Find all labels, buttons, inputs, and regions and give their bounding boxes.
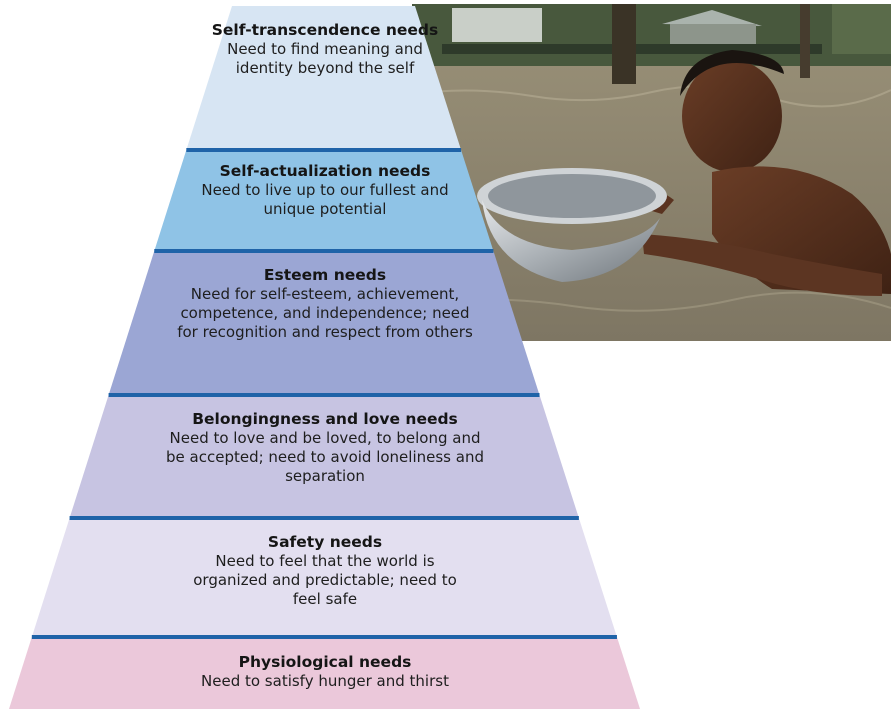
band-physiological [9,637,640,709]
level-title: Self-transcendence needs [211,21,439,39]
level-esteem: Esteem needs Need for self-esteem, achie… [170,265,480,342]
band-belongingness [69,395,579,518]
flood-photo-man-with-bowl-icon [412,4,891,341]
band-esteem [108,251,540,395]
level-description: Need for self-esteem, achievement, compe… [177,285,473,341]
level-description: Need to satisfy hunger and thirst [201,672,449,690]
level-title: Self-actualization needs [219,162,431,180]
level-title: Safety needs [267,533,383,551]
level-belongingness: Belongingness and love needs Need to lov… [165,409,485,486]
band-self-transcendence [186,6,462,150]
level-description: Need to live up to our fullest and uniqu… [201,181,449,218]
level-self-actualization: Self-actualization needs Need to live up… [195,161,455,219]
level-description: Need to feel that the world is organized… [193,552,457,608]
level-title: Esteem needs [263,266,387,284]
band-safety [31,518,617,637]
level-title: Physiological needs [238,653,412,671]
band-self-actualization [154,150,494,251]
level-description: Need to find meaning and identity beyond… [227,40,423,77]
level-self-transcendence: Self-transcendence needs Need to find me… [205,20,445,78]
level-title: Belongingness and love needs [192,410,458,428]
level-physiological: Physiological needs Need to satisfy hung… [150,652,500,691]
level-description: Need to love and be loved, to belong and… [166,429,484,485]
flood-photo [412,4,891,341]
level-safety: Safety needs Need to feel that the world… [185,532,465,609]
